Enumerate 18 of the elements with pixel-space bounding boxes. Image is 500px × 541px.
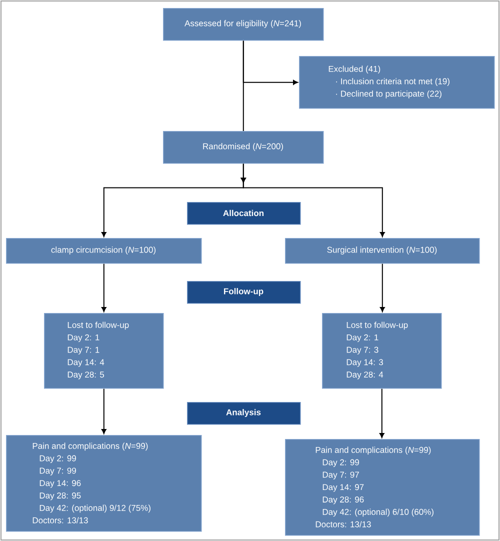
process-box: Excluded (41) · Inclusion criteria not met (19) · Declined to participate (22)	[299, 56, 495, 109]
phase-banner: Analysis	[187, 402, 301, 425]
arrow	[240, 163, 385, 237]
process-box: clamp circumcision (N=100)	[6, 238, 202, 264]
process-box: Randomised (N=200)	[163, 131, 324, 164]
process-box: Pain and complications (N=99) Day 2: 99 Day 7: 99 Day 14: 96 Day 28: 95 Day 42: (optional) 9/12 (75%) Doctors: 13/13	[6, 435, 202, 532]
arrow	[379, 388, 384, 438]
phase-banner: Allocation	[187, 202, 301, 225]
process-box: Lost to follow-up Day 2: 1 Day 7: 3 Day 14: 3 Day 28: 4	[322, 313, 442, 389]
arrow	[380, 263, 385, 312]
process-box: Pain and complications (N=99) Day 2: 99 Day 7: 97 Day 14: 97 Day 28: 96 Day 42: (optional) 6/10 (60%) Doctors: 13/13	[285, 439, 480, 536]
arrow	[101, 263, 106, 312]
arrow	[101, 388, 106, 434]
process-box: Lost to follow-up Day 2: 1 Day 7: 1 Day 14: 4 Day 28: 5	[44, 313, 164, 389]
process-box: Assessed for eligibility (N=241)	[163, 8, 324, 41]
process-box: Surgical intervention (N=100)	[285, 238, 480, 264]
phase-banner: Follow-up	[187, 281, 301, 304]
arrow	[242, 40, 298, 85]
